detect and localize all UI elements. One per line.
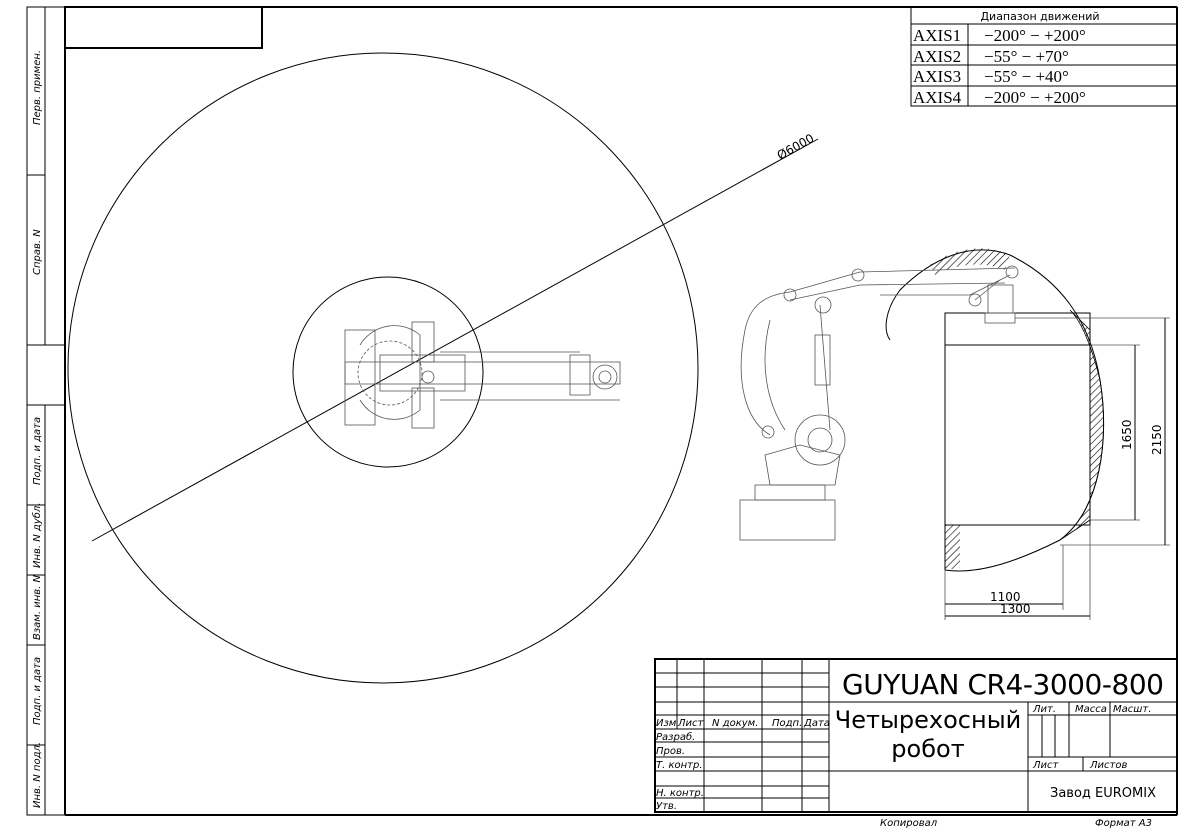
header-izm: Изм xyxy=(656,718,677,729)
dim-1300: 1300 xyxy=(1000,602,1031,616)
role-tech-control: Т. контр. xyxy=(656,760,703,771)
margin-label: Инв. N подл. xyxy=(32,742,43,808)
motion-range-table: Диапазон движений AXIS1 −200° − +200° AX… xyxy=(910,6,1178,107)
table-title: Диапазон движений xyxy=(980,10,1099,23)
robot-side-view xyxy=(739,265,1019,541)
axis-range: −55° − +40° xyxy=(984,67,1069,86)
reach-envelope xyxy=(885,249,1105,572)
product-name-line1: Четырехосный xyxy=(835,706,1021,734)
role-norm-control: Н. контр. xyxy=(656,788,704,799)
header-date: Дата xyxy=(803,718,830,729)
axis-range: −200° − +200° xyxy=(984,26,1086,45)
copied-label: Копировал xyxy=(880,818,938,829)
margin-label: Перв. примен. xyxy=(32,50,43,125)
header-doc: N докум. xyxy=(712,718,758,729)
role-developer: Разраб. xyxy=(656,731,695,743)
scale-label: Масшт. xyxy=(1113,704,1151,715)
axis-range: −55° − +70° xyxy=(984,47,1069,66)
header-list: Лист xyxy=(677,718,705,729)
axis-range: −200° − +200° xyxy=(984,88,1086,107)
axis-name: AXIS3 xyxy=(913,67,961,86)
margin-label: Инв. N дубл. xyxy=(31,503,43,569)
mass-label: Масса xyxy=(1075,704,1107,715)
header-sign: Подп. xyxy=(772,718,802,729)
axis-name: AXIS1 xyxy=(913,26,961,45)
sheets-label: Листов xyxy=(1089,760,1127,771)
top-view: Ø6000 xyxy=(67,52,819,684)
dim-1650: 1650 xyxy=(1120,419,1134,450)
axis-name: AXIS4 xyxy=(913,88,962,107)
diameter-line xyxy=(91,138,819,542)
model-title: GUYUAN CR4-3000-800 xyxy=(842,668,1164,701)
margin-label: Взам. инв. N xyxy=(32,575,43,640)
format-label: Формат A3 xyxy=(1095,818,1152,829)
margin-label: Справ. N xyxy=(32,229,43,275)
dimensions: 1650 2150 1100 1300 xyxy=(944,317,1170,620)
dim-2150: 2150 xyxy=(1150,424,1164,455)
company-name: Завод EUROMIX xyxy=(1050,786,1156,801)
margin-label: Подп. и дата xyxy=(32,417,43,485)
robot-top-view xyxy=(344,321,621,429)
work-envelope-circle xyxy=(67,52,699,684)
margin-label: Подп. и дата xyxy=(32,657,43,725)
margin-labels: Перв. примен. Справ. N Подп. и дата Инв.… xyxy=(31,50,43,808)
title-block: GUYUAN CR4-3000-800 Четырехосный робот И… xyxy=(654,658,1178,813)
role-approved: Утв. xyxy=(656,801,677,812)
side-view xyxy=(739,248,1105,572)
inner-circle xyxy=(292,276,484,468)
dim-1100: 1100 xyxy=(990,590,1021,604)
axis-name: AXIS2 xyxy=(913,47,961,66)
product-name-line2: робот xyxy=(891,735,964,763)
lit-label: Лит. xyxy=(1032,704,1056,715)
sheet-label: Лист xyxy=(1032,760,1060,771)
role-checker: Пров. xyxy=(656,746,685,757)
diameter-label: Ø6000 xyxy=(775,131,817,163)
